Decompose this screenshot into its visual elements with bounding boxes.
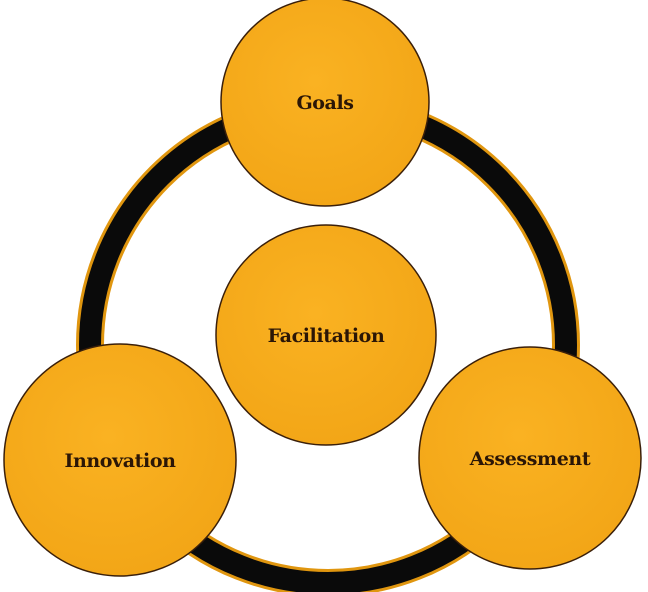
node-assessment-label: Assessment xyxy=(469,448,591,470)
node-innovation-circle xyxy=(3,343,237,577)
node-facilitation-circle xyxy=(215,224,437,446)
node-goals-circle xyxy=(220,0,430,207)
node-goals-label: Goals xyxy=(296,92,353,114)
node-assessment: Assessment xyxy=(418,346,642,570)
node-innovation: Innovation xyxy=(3,343,237,577)
node-facilitation: Facilitation xyxy=(215,224,437,446)
node-goals: Goals xyxy=(220,0,430,207)
node-facilitation-label: Facilitation xyxy=(268,325,385,347)
node-innovation-label: Innovation xyxy=(64,450,176,472)
node-assessment-circle xyxy=(418,346,642,570)
